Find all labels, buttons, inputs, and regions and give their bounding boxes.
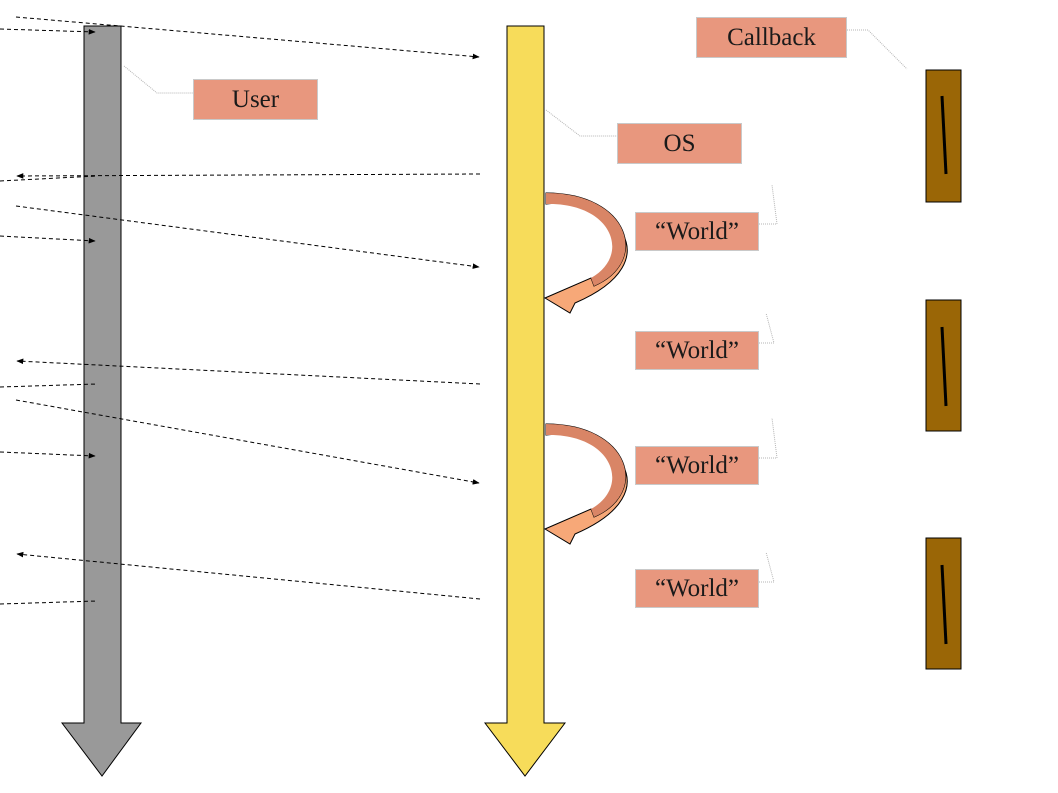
callback-block	[925, 537, 962, 670]
callout-leader	[847, 29, 908, 70]
world-label: “World”	[635, 446, 759, 485]
message-arrow	[0, 28, 96, 35]
message-arrow	[0, 175, 98, 182]
message-arrow	[16, 358, 481, 385]
callout-leader	[123, 65, 193, 94]
world-label: “World”	[635, 212, 759, 251]
message-arrow	[15, 399, 480, 485]
message-arrow	[0, 451, 96, 459]
message-arrow	[0, 383, 98, 388]
message-arrow	[15, 16, 480, 60]
callout-leader	[759, 551, 775, 583]
message-arrow	[15, 205, 480, 269]
callback-block	[925, 299, 962, 432]
callout-leader	[545, 109, 617, 137]
os-label: OS	[617, 123, 742, 164]
curved-arrow	[543, 423, 628, 545]
user-label: User	[193, 79, 318, 120]
message-arrow	[0, 600, 98, 605]
curved-arrow	[543, 192, 628, 314]
user-timeline-arrow	[60, 25, 142, 777]
message-arrow	[0, 235, 96, 244]
callback-label: Callback	[696, 17, 847, 58]
callout-leader	[759, 184, 778, 225]
world-label: “World”	[635, 569, 759, 608]
message-arrow	[16, 551, 481, 600]
os-timeline-arrow	[483, 25, 567, 777]
callout-leader	[759, 312, 775, 344]
callback-block	[925, 69, 962, 203]
callout-leader	[759, 417, 778, 459]
world-label: “World”	[635, 331, 759, 370]
